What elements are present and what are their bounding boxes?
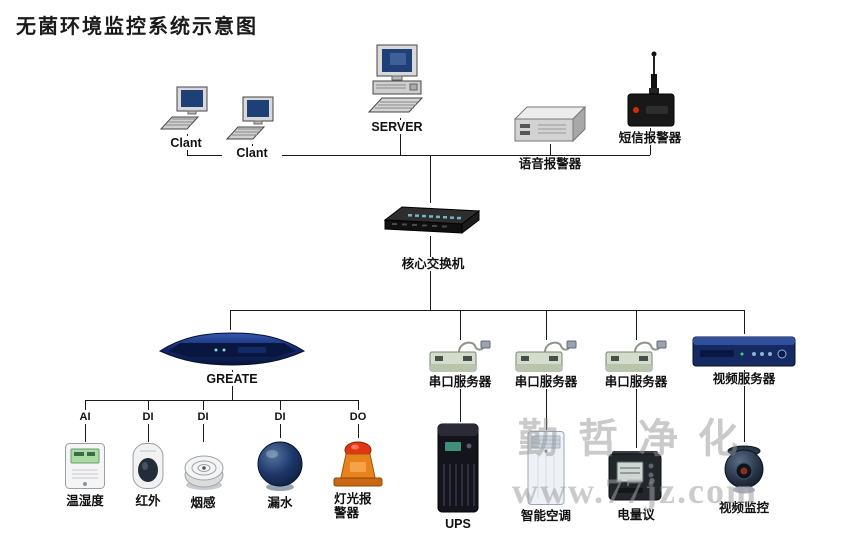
port-di-label: DI — [136, 410, 160, 424]
connector-line — [550, 144, 551, 155]
serial-server-label: 串口服务器 — [596, 375, 676, 389]
server-computer-icon — [366, 44, 428, 118]
client2-label: Clant — [222, 146, 282, 160]
serial-server-icon — [429, 338, 491, 374]
connector-line — [546, 310, 547, 340]
smart-ac-icon — [524, 430, 568, 506]
smoke-detector-icon — [182, 442, 226, 492]
video-camera-icon — [719, 442, 769, 498]
serial-server-icon — [605, 338, 667, 374]
bus-io — [85, 400, 358, 401]
connector-line — [430, 236, 431, 310]
video-server-icon — [692, 332, 796, 370]
connector-line — [400, 118, 401, 155]
temp-humidity-sensor-icon — [64, 442, 106, 490]
power-meter-icon — [606, 448, 664, 504]
connector-line — [460, 310, 461, 340]
ups-label: UPS — [428, 517, 488, 531]
video-monitor-label: 视频监控 — [714, 501, 774, 515]
power-meter-label: 电量议 — [606, 508, 666, 522]
bus-middle — [230, 310, 744, 311]
connector-line — [546, 374, 547, 430]
smart-ac-label: 智能空调 — [516, 509, 576, 523]
serial-server-label: 串口服务器 — [506, 375, 586, 389]
port-di-label: DI — [191, 410, 215, 424]
voice-alarm-icon — [514, 104, 586, 144]
connector-line — [230, 310, 231, 330]
bus-top — [187, 155, 650, 156]
client-computer-icon — [226, 96, 278, 144]
port-di-label: DI — [268, 410, 292, 424]
ups-icon — [434, 422, 482, 514]
voice-alarm-label: 语音报警器 — [510, 157, 590, 171]
infrared-sensor-icon — [130, 442, 166, 490]
page-title: 无菌环境监控系统示意图 — [16, 16, 258, 38]
water-leak-sensor-icon — [256, 438, 304, 492]
greate-controller-icon — [158, 328, 306, 370]
water-leak-label: 漏水 — [250, 496, 310, 510]
serial-server-icon — [515, 338, 577, 374]
connector-line — [744, 310, 745, 334]
core-switch-icon — [384, 202, 480, 236]
port-do-label: DO — [346, 410, 370, 424]
connector-line — [460, 374, 461, 422]
light-alarm-label: 灯光报警器 — [334, 492, 376, 520]
server-label: SERVER — [362, 120, 432, 134]
video-server-label: 视频服务器 — [704, 372, 784, 386]
core-switch-label: 核心交换机 — [393, 257, 473, 271]
sms-alarm-label: 短信报警器 — [610, 131, 690, 145]
serial-server-label: 串口服务器 — [420, 375, 500, 389]
infrared-label: 红外 — [118, 494, 178, 508]
light-alarm-icon — [330, 438, 386, 488]
smoke-label: 烟感 — [173, 496, 233, 510]
connector-line — [744, 370, 745, 442]
client1-label: Clant — [156, 136, 216, 150]
greate-label: GREATE — [197, 372, 267, 386]
temp-humidity-label: 温湿度 — [55, 494, 115, 508]
sms-alarm-icon — [618, 50, 682, 130]
connector-line — [636, 374, 637, 448]
connector-line — [430, 155, 431, 203]
port-ai-label: AI — [73, 410, 97, 424]
client-computer-icon — [160, 86, 212, 134]
connector-line — [636, 310, 637, 340]
